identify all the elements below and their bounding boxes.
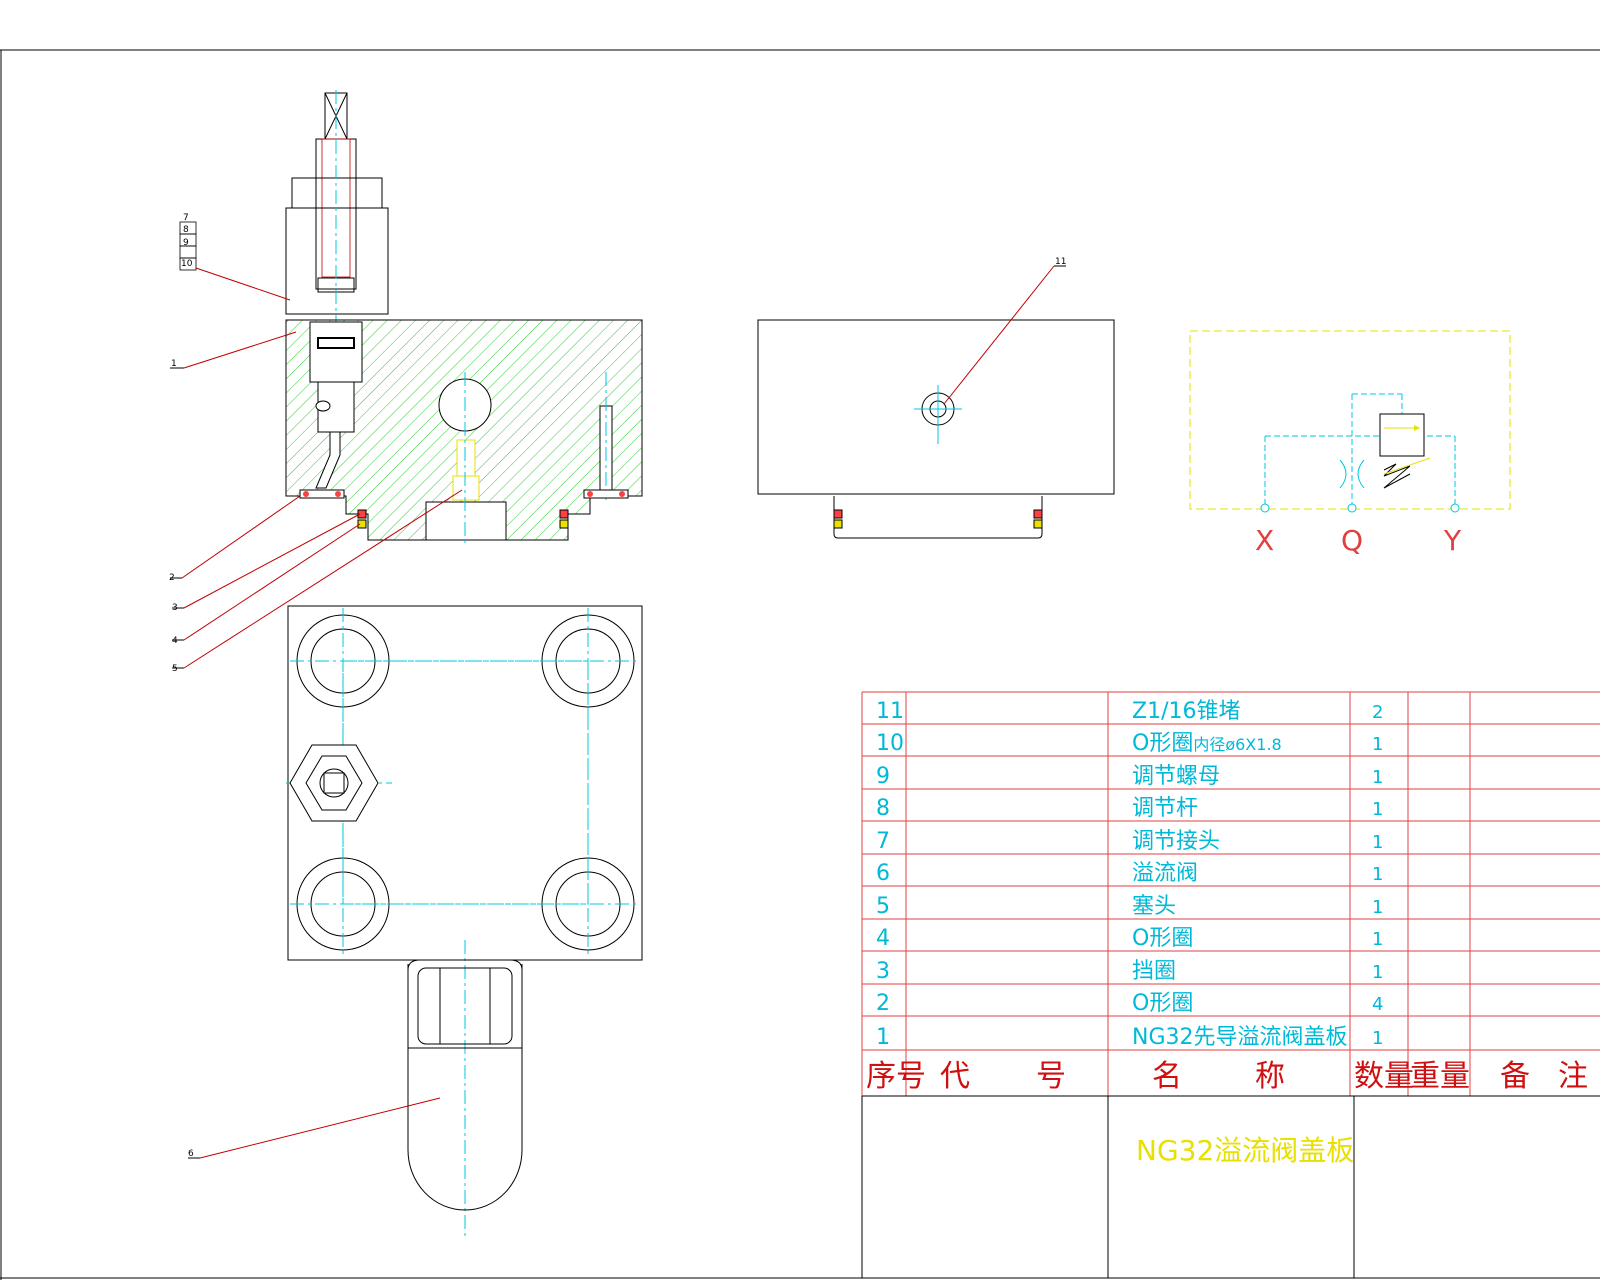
bom-row-qty: 1 (1372, 734, 1383, 755)
header-code-b: 号 (1036, 1059, 1066, 1094)
bom-row-number: 4 (876, 926, 890, 951)
bom-row-name: Z1/16锥堵 (1132, 699, 1240, 724)
bom-row-qty: 1 (1372, 897, 1383, 918)
drawing-title: NG32溢流阀盖板 (1136, 1134, 1354, 1167)
bom-row-name: 塞头 (1132, 894, 1176, 919)
bom-row-name: 调节接头 (1132, 829, 1220, 854)
bom-row-name: 调节螺母 (1132, 764, 1220, 789)
bom-row-qty: 1 (1372, 929, 1383, 950)
bom-row-number: 1 (876, 1025, 890, 1050)
bom-row-number: 8 (876, 796, 890, 821)
port-q-label: Q (1341, 524, 1363, 557)
bom-row-name: O形圈内径ø6X1.8 (1132, 731, 1282, 756)
bom-row-name-note: 内径ø6X1.8 (1193, 735, 1281, 754)
bom-row-number: 2 (876, 991, 890, 1016)
header-code-a: 代 (940, 1059, 970, 1094)
leader-label-6: 6 (188, 1149, 194, 1159)
bom-row-qty: 1 (1372, 864, 1383, 885)
bom-row-name: O形圈 (1132, 991, 1193, 1016)
bom-row-number: 11 (876, 699, 904, 724)
header-remark-a: 备 (1500, 1059, 1530, 1094)
drawing-border (0, 49, 1600, 1280)
section-leaders (170, 221, 463, 669)
leader-label-7: 7 (183, 213, 189, 223)
top-view-leader (188, 1097, 441, 1159)
bom-row-number: 10 (876, 731, 904, 756)
port-y-label: Y (1443, 524, 1462, 557)
bom-row-number: 3 (876, 959, 890, 984)
header-qty: 数量 (1354, 1059, 1414, 1094)
leader-label-2: 2 (169, 573, 175, 583)
bom-row-name: 挡圈 (1132, 959, 1176, 984)
header-remark-b: 注 (1558, 1059, 1588, 1094)
leader-label-11: 11 (1055, 257, 1066, 267)
bom-row-name: NG32先导溢流阀盖板 (1132, 1025, 1348, 1050)
bom-row-name: O形圈 (1132, 926, 1193, 951)
header-seq: 序号 (866, 1059, 926, 1094)
bom-row-qty: 1 (1372, 767, 1383, 788)
side-view (757, 265, 1115, 539)
leader-label-8: 8 (183, 225, 189, 235)
leader-label-4: 4 (172, 636, 178, 646)
leader-label-9: 9 (183, 238, 189, 248)
leader-label-10: 10 (181, 259, 193, 269)
header-weight: 重量 (1410, 1059, 1470, 1094)
bom-row-number: 6 (876, 861, 890, 886)
bom-row-number: 5 (876, 894, 890, 919)
bom-row-qty: 1 (1372, 962, 1383, 983)
bom-row-qty: 4 (1372, 994, 1383, 1015)
leader-label-5: 5 (172, 664, 178, 674)
leader-label-1: 1 (171, 359, 177, 369)
header-name-b: 称 (1255, 1059, 1285, 1094)
title-block-grid (861, 1095, 1600, 1278)
bom-row-name: 调节杆 (1132, 796, 1198, 821)
leader-label-3: 3 (172, 603, 178, 613)
bom-row-qty: 1 (1372, 832, 1383, 853)
bom-row-qty: 1 (1372, 799, 1383, 820)
section-view (285, 90, 643, 545)
bom-row-number: 9 (876, 764, 890, 789)
header-name-a: 名 (1152, 1059, 1182, 1094)
bom-row-name: 溢流阀 (1132, 861, 1198, 886)
bom-row-qty: 1 (1372, 1028, 1383, 1049)
parts-list-grid (861, 691, 1600, 1096)
bom-row-number: 7 (876, 829, 890, 854)
hydraulic-symbol (1189, 330, 1511, 513)
top-view (286, 605, 643, 1240)
port-x-label: X (1255, 524, 1274, 557)
bom-row-qty: 2 (1372, 702, 1383, 723)
